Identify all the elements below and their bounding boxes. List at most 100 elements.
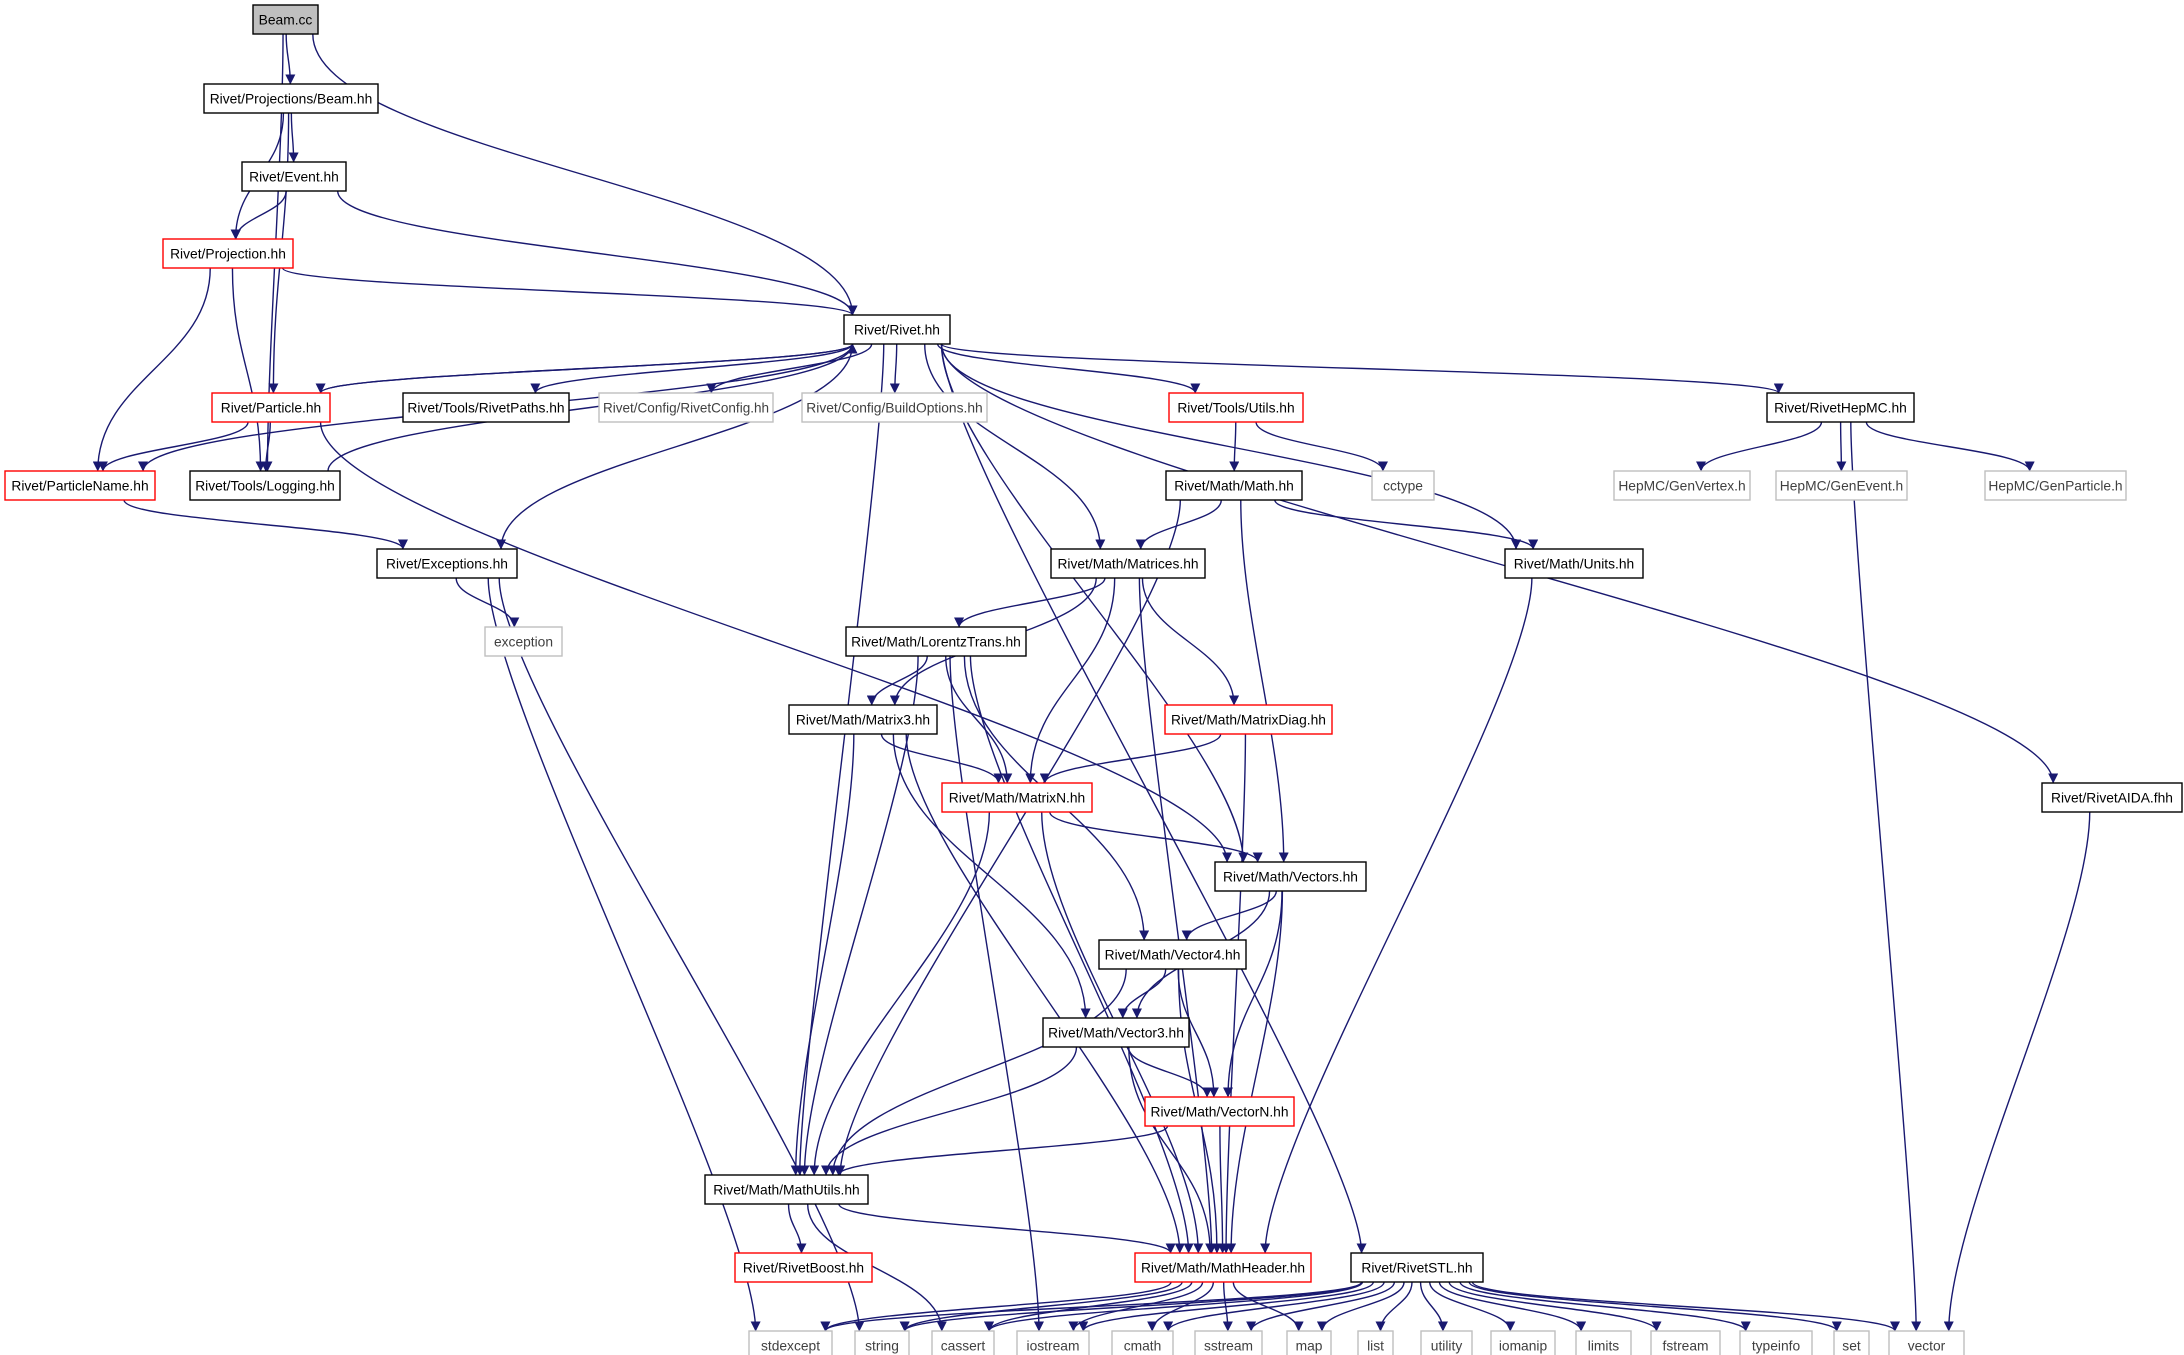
edge-matrixn-to-mathutils (809, 811, 991, 1176)
node-box (854, 1330, 910, 1355)
edge-projection-to-particlename (92, 267, 211, 472)
node-mathmath[interactable]: Rivet/Math/Math.hh (1165, 470, 1303, 501)
node-rivetaida[interactable]: Rivet/RivetAIDA.fhh (2041, 782, 2183, 813)
edge-path (97, 421, 249, 472)
edge-path (1141, 577, 1240, 706)
edge-path (1039, 733, 1222, 784)
edge-rivetstl-to-fstream (1448, 1281, 1662, 1332)
node-label: Rivet/Event.hh (249, 170, 339, 185)
edge-path (924, 343, 1106, 550)
edge-lorentz-to-iostream (949, 655, 1044, 1332)
edge-rivetstl-to-cmath (1163, 1281, 1385, 1332)
node-box (1833, 1330, 1870, 1355)
edge-path (945, 655, 1013, 784)
node-matrix3[interactable]: Rivet/Math/Matrix3.hh (788, 704, 938, 735)
node-rivetpaths[interactable]: Rivet/Tools/RivetPaths.hh (402, 392, 570, 423)
node-sstream: sstream (1194, 1330, 1263, 1355)
node-mathheader[interactable]: Rivet/Math/MathHeader.hh (1134, 1252, 1312, 1283)
node-box (1194, 1330, 1263, 1355)
node-particlename[interactable]: Rivet/ParticleName.hh (4, 470, 156, 501)
node-rivetstl[interactable]: Rivet/RivetSTL.hh (1350, 1252, 1484, 1283)
edge-lorentz-to-matrix3 (866, 655, 928, 706)
node-box (1144, 1096, 1295, 1127)
node-box (801, 392, 988, 423)
edge-proj_beam-to-event (288, 112, 299, 163)
edge-rivetstl-to-limits (1438, 1281, 1587, 1332)
edge-path (821, 1046, 1078, 1176)
node-rivetconfig: Rivet/Config/RivetConfig.hh (598, 392, 774, 423)
node-label: Rivet/RivetAIDA.fhh (2051, 791, 2173, 806)
node-label: Rivet/Math/LorentzTrans.hh (851, 635, 1021, 650)
node-box (4, 470, 156, 501)
edge-utils-to-cctype (1255, 421, 1388, 472)
node-particle[interactable]: Rivet/Particle.hh (211, 392, 331, 423)
node-vector3[interactable]: Rivet/Math/Vector3.hh (1042, 1017, 1190, 1048)
edge-mathheader-to-stdexcept (820, 1281, 1172, 1332)
node-utils[interactable]: Rivet/Tools/Utils.hh (1168, 392, 1304, 423)
node-label: Rivet/Math/VectorN.hh (1150, 1105, 1288, 1120)
edge-rivetstl-to-string (899, 1281, 1363, 1332)
edge-path (880, 733, 1004, 784)
edge-path (123, 499, 408, 550)
node-lorentz[interactable]: Rivet/Math/LorentzTrans.hh (845, 626, 1027, 657)
node-label: Rivet/ParticleName.hh (11, 479, 148, 494)
node-vector4[interactable]: Rivet/Math/Vector4.hh (1098, 939, 1247, 970)
node-event[interactable]: Rivet/Event.hh (241, 161, 347, 192)
node-label: Rivet/Tools/Utils.hh (1177, 401, 1294, 416)
node-box (1575, 1330, 1632, 1355)
node-box (1286, 1330, 1332, 1355)
edge-path (1117, 968, 1167, 1019)
node-matrixn[interactable]: Rivet/Math/MatrixN.hh (941, 782, 1093, 813)
edge-rivetstl-to-sstream (1246, 1281, 1396, 1332)
edge-path (1177, 968, 1219, 1098)
node-vectors[interactable]: Rivet/Math/Vectors.hh (1214, 861, 1367, 892)
node-box (1420, 1330, 1473, 1355)
edge-mathutils-to-mathheader (838, 1203, 1176, 1254)
node-rivet[interactable]: Rivet/Rivet.hh (843, 314, 951, 345)
edge-path (530, 343, 854, 394)
node-label: Rivet/Tools/Logging.hh (195, 479, 335, 494)
edge-matrices-to-mathheader (1138, 577, 1217, 1254)
node-label: Rivet/Math/MathUtils.hh (713, 1183, 859, 1198)
edge-path (1128, 1046, 1216, 1254)
edge-path (1229, 421, 1240, 472)
edge-vectors-to-vectorn (1223, 890, 1283, 1098)
edge-vector4-to-vectorn (1177, 968, 1219, 1098)
node-label: utility (1431, 1339, 1463, 1354)
edge-path (92, 267, 211, 472)
node-box (788, 704, 938, 735)
node-label: Rivet/Math/Matrix3.hh (796, 713, 930, 728)
node-label: cassert (941, 1339, 986, 1354)
node-matrixdiag[interactable]: Rivet/Math/MatrixDiag.hh (1164, 704, 1333, 735)
node-mathutils[interactable]: Rivet/Math/MathUtils.hh (704, 1174, 869, 1205)
node-logging[interactable]: Rivet/Tools/Logging.hh (189, 470, 341, 501)
edge-path (288, 112, 299, 163)
node-exceptions[interactable]: Rivet/Exceptions.hh (376, 548, 518, 579)
node-rivethepmc[interactable]: Rivet/RivetHepMC.hh (1766, 392, 1915, 423)
node-box (1888, 1330, 1965, 1355)
node-units[interactable]: Rivet/Math/Units.hh (1504, 548, 1644, 579)
node-matrices[interactable]: Rivet/Math/Matrices.hh (1050, 548, 1206, 579)
node-label: vector (1908, 1339, 1946, 1354)
edge-path (794, 343, 885, 1176)
node-proj_beam[interactable]: Rivet/Projections/Beam.hh (203, 83, 379, 114)
node-projection[interactable]: Rivet/Projection.hh (162, 238, 294, 269)
node-label: Rivet/Particle.hh (221, 401, 321, 416)
edge-path (1049, 811, 1263, 863)
edge-mathmath-to-matrices (1135, 499, 1222, 550)
node-beam_cc[interactable]: Beam.cc (252, 4, 319, 35)
edge-matrixn-to-vectors (1049, 811, 1263, 863)
node-box (211, 392, 331, 423)
node-cctype: cctype (1371, 470, 1435, 501)
node-box (1134, 1252, 1312, 1283)
edge-rivet-to-buildoptions (889, 343, 900, 394)
node-stdexcept: stdexcept (748, 1330, 833, 1355)
edge-particle-to-rivet (319, 343, 858, 394)
edge-path (496, 343, 854, 550)
node-label: HepMC/GenEvent.h (1780, 479, 1903, 494)
node-rivetboost[interactable]: Rivet/RivetBoost.hh (734, 1252, 873, 1283)
node-box (1766, 392, 1915, 423)
node-vectorn[interactable]: Rivet/Math/VectorN.hh (1144, 1096, 1295, 1127)
edge-path (1217, 1125, 1228, 1254)
